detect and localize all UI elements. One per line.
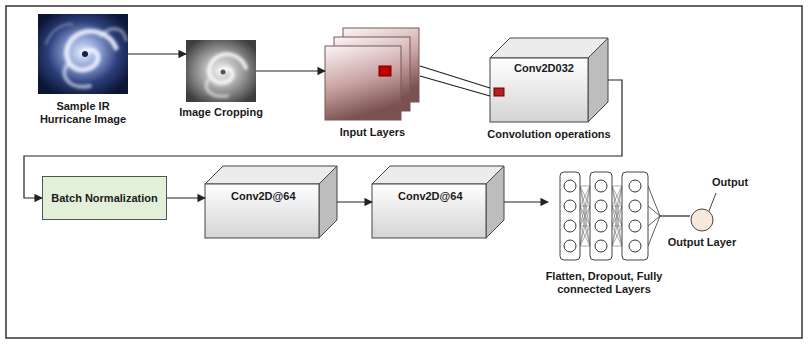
process-box: Batch Normalization	[42, 176, 167, 220]
input-layer-stack	[325, 28, 419, 120]
connector	[504, 201, 548, 202]
text-holder: Conv2D032	[514, 62, 574, 75]
node-label: Conv2D@64	[231, 190, 296, 203]
dense-network: Flatten, Dropout, Fully connected Layers	[548, 168, 660, 264]
hurricane-ir-image	[38, 14, 128, 94]
text-holder: Sample IR Hurricane Image	[33, 100, 133, 126]
cropped-image	[186, 40, 256, 102]
conv-block	[372, 166, 504, 238]
cropped-image: Image Cropping	[186, 40, 256, 102]
connector	[660, 215, 690, 216]
caption-text: Sample IR Hurricane Image	[33, 100, 133, 126]
conv-block	[490, 38, 608, 122]
outer-frame	[6, 6, 802, 338]
output-neuron: OutputOutput Layer	[690, 208, 714, 232]
conv-block: Conv2D032Convolution operations	[490, 38, 608, 122]
conv-block: Conv2D@64	[205, 166, 337, 238]
caption-text: Flatten, Dropout, Fully connected Layers	[529, 270, 679, 296]
caption-text: Input Layers	[323, 126, 423, 139]
node-label: Conv2D032	[514, 62, 574, 75]
input-layer-stack: Input Layers	[325, 28, 420, 120]
node-label: Output	[712, 176, 748, 189]
text-holder: Batch Normalization	[51, 192, 157, 205]
text-holder: Output Layer	[662, 236, 742, 249]
text-holder: Flatten, Dropout, Fully connected Layers	[529, 270, 679, 296]
connector	[337, 201, 372, 202]
connector	[256, 70, 325, 71]
conv-block: Conv2D@64	[372, 166, 504, 238]
caption-text: Convolution operations	[474, 128, 624, 141]
conv-block	[205, 166, 337, 238]
text-holder: Conv2D@64	[231, 190, 296, 203]
text-holder: Image Cropping	[171, 106, 271, 119]
connector	[128, 53, 186, 54]
text-holder: Conv2D@64	[398, 190, 463, 203]
connector	[420, 66, 490, 96]
text-holder: Input Layers	[323, 126, 423, 139]
satellite-image: Sample IR Hurricane Image	[38, 14, 128, 94]
output-neuron	[691, 193, 716, 231]
caption-text: Image Cropping	[171, 106, 271, 119]
caption-text: Output Layer	[662, 236, 742, 249]
node-label: Conv2D@64	[398, 190, 463, 203]
dense-network	[560, 172, 660, 260]
connector	[167, 197, 205, 198]
node-label: Batch Normalization	[51, 192, 157, 205]
text-holder: Convolution operations	[474, 128, 624, 141]
text-holder: Output	[712, 176, 748, 189]
